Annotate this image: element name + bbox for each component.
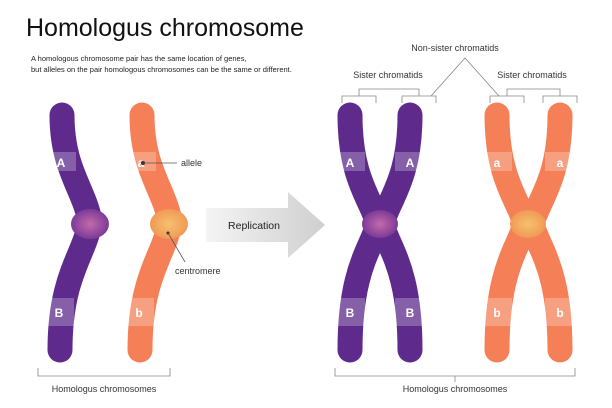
replicated-chromosome-purple — [335, 102, 425, 363]
sister-chromatids-label: Sister chromatids — [353, 70, 423, 80]
description-line: but alleles on the pair homologous chrom… — [31, 65, 292, 74]
allele-label: A — [346, 156, 355, 170]
homologus-label-left: Homologus chromosomes — [52, 384, 157, 394]
replicated-chromosome-orange — [482, 102, 575, 363]
allele-label: A — [406, 156, 415, 170]
allele-label: b — [556, 306, 563, 320]
allele-label: a — [494, 156, 501, 170]
sister-chromatids-label: Sister chromatids — [497, 70, 567, 80]
centromere-callout: centromere — [175, 266, 221, 276]
chromosome-purple — [44, 102, 109, 363]
allele-label: b — [135, 306, 142, 320]
allele-callout: allele — [181, 158, 202, 168]
replication-arrow: Replication — [206, 192, 325, 258]
allele-label: B — [346, 306, 355, 320]
description-line: A homologous chromosome pair has the sam… — [31, 54, 247, 63]
allele-label: b — [493, 306, 500, 320]
description: A homologous chromosome pair has the sam… — [31, 53, 292, 75]
allele-label: a — [557, 156, 564, 170]
non-sister-chromatids-label: Non-sister chromatids — [411, 43, 499, 53]
homologus-label-right: Homologus chromosomes — [403, 384, 508, 394]
replication-label: Replication — [228, 220, 280, 232]
allele-label: B — [406, 306, 415, 320]
chromosome-orange — [124, 102, 188, 363]
sister-brackets — [341, 57, 578, 103]
page-title: Homologus chromosome — [26, 14, 304, 42]
allele-label: A — [57, 156, 66, 170]
allele-label: B — [55, 306, 64, 320]
